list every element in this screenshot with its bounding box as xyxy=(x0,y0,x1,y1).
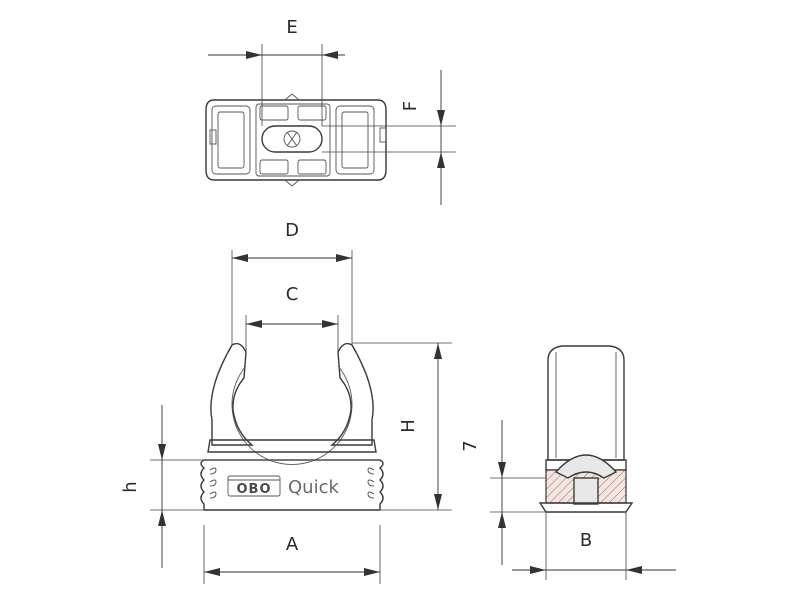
label-h-lower: h xyxy=(120,481,141,492)
dimension-b: B xyxy=(512,512,676,580)
top-view xyxy=(205,93,387,187)
obo-logo-text: OBO xyxy=(236,482,271,497)
brand-quick-text: Quick xyxy=(288,477,339,498)
dimension-h-lower: h xyxy=(120,405,204,568)
label-7: 7 xyxy=(460,440,481,451)
label-h-upper: H xyxy=(398,419,419,433)
side-view xyxy=(538,345,634,513)
label-c: C xyxy=(286,284,299,305)
dimension-c: C xyxy=(245,284,339,352)
label-e: E xyxy=(286,17,297,38)
front-view: OBO Quick xyxy=(200,342,384,511)
dimension-f: F xyxy=(322,70,456,205)
dimension-h-upper: H xyxy=(352,342,452,511)
label-f: F xyxy=(400,101,421,111)
dimension-d: D xyxy=(231,220,353,345)
label-d: D xyxy=(285,220,299,241)
dimension-7: 7 xyxy=(460,420,546,565)
label-b: B xyxy=(580,530,592,551)
label-a: A xyxy=(286,534,299,555)
dimension-a: A xyxy=(203,525,381,584)
dimension-e: E xyxy=(208,17,345,126)
